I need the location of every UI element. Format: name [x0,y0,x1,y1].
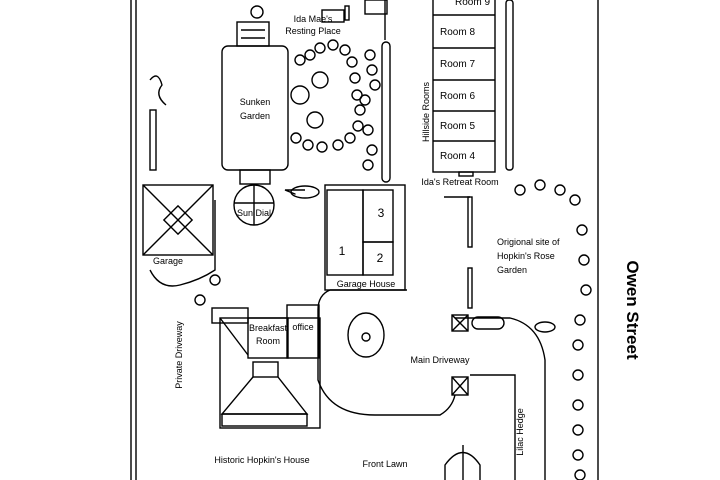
resting-place-label: Ida Mae's [294,14,333,24]
room-1: 1 [339,244,346,258]
shrub [580,284,592,296]
historic-hopkins-house: Breakfast Room office Historic Hopkin's … [174,304,321,465]
garage-house: 3 1 2 Garage House [284,184,406,291]
garage-house-label: Garage House [337,279,396,289]
shrub [369,79,381,91]
shrub [574,469,586,480]
shrub [572,449,584,461]
property-boundary [130,0,599,480]
breakfast-room-label: Breakfast [249,323,288,333]
shrub [572,369,584,381]
shrub [572,399,584,411]
shrub [362,159,374,171]
shrub [302,139,314,151]
sun-dial: Sun Dial [233,169,275,226]
room-4: Room 4 [440,151,475,162]
room-2: 2 [377,251,384,265]
sunken-garden-label-2: Garden [240,111,270,121]
shrub [209,274,221,286]
owen-street-label: Owen Street [623,260,642,360]
shrub [290,85,310,105]
shrub [294,54,306,66]
room-5: Room 5 [440,121,475,132]
garden-shrubs [194,39,592,480]
garage: Garage [142,184,216,287]
main-driveway: Main Driveway Lilac Hedge Front Lawn [317,289,556,480]
shrub [359,94,371,106]
shrub [306,111,324,129]
front-lawn-label: Front Lawn [362,459,407,469]
shrub [572,339,584,351]
breakfast-room-label-2: Room [256,336,280,346]
resting-place: Ida Mae's Resting Place [250,0,388,36]
room-9: Room 9 [455,0,490,8]
office-label: office [292,322,313,332]
main-driveway-label: Main Driveway [410,355,470,365]
shrub [366,64,378,76]
rose-garden-label-2: Hopkin's Rose [497,251,555,261]
sunken-garden-label: Sunken [240,97,271,107]
shrub [352,120,364,132]
room-8: Room 8 [440,27,475,38]
rose-garden-label: Origional site of [497,237,560,247]
shrub [344,132,356,144]
shrub [194,294,206,306]
lilac-hedge-label: Lilac Hedge [515,408,525,456]
shrub [311,71,329,89]
rose-garden: Origional site of Hopkin's Rose Garden [444,196,560,309]
shrub [366,144,378,156]
retreat-room-label: Ida's Retreat Room [421,177,498,187]
shrub [514,184,526,196]
shrub [572,424,584,436]
shrub [576,224,588,236]
room-3: 3 [378,206,385,220]
private-driveway-label: Private Driveway [174,321,184,389]
shrub [346,56,358,68]
shrub [362,124,374,136]
garage-label: Garage [153,256,183,266]
garden-path [381,0,391,183]
shrub [327,39,339,51]
historic-house-label: Historic Hopkin's House [214,455,309,465]
sun-dial-label: Sun Dial [237,208,271,218]
shrub [364,49,376,61]
hillside-rooms-label: Hillside Rooms [421,81,431,142]
shrub [354,104,366,116]
room-6: Room 6 [440,91,475,102]
shrub [534,179,546,191]
sunken-garden: Sunken Garden [221,21,289,171]
shrub [554,184,566,196]
shrub [574,314,586,326]
shrub [304,49,316,61]
shrub [351,89,363,101]
shrub [314,42,326,54]
shrub [339,44,351,56]
shrub [316,141,328,153]
shrub [290,132,302,144]
shrub [569,194,581,206]
shrub [578,254,590,266]
resting-place-label-2: Resting Place [285,26,341,36]
shrub [349,72,361,84]
rose-garden-label-3: Garden [497,265,527,275]
hillside-rooms: Room 9 Room 8 Room 7 Room 6 Room 5 Room … [421,0,514,187]
shrub [332,139,344,151]
room-7: Room 7 [440,59,475,70]
